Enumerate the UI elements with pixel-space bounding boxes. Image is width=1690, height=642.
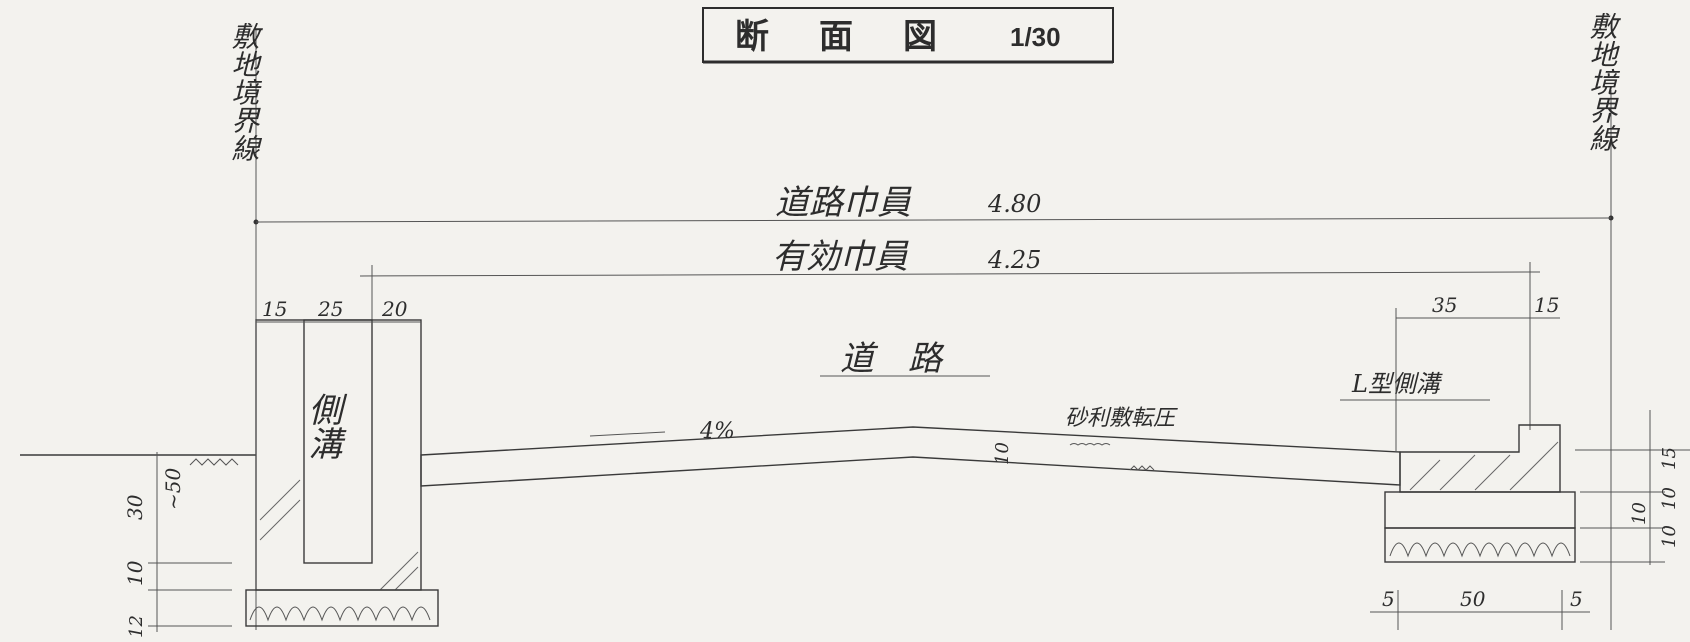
l-gutter-dim-b1: 5 — [1382, 587, 1395, 611]
l-gutter-dim-35: 35 — [1432, 293, 1457, 317]
left-ditch-label: 側溝 — [302, 392, 342, 460]
l-gutter-dim-r2: 10 — [1659, 487, 1680, 510]
boundary-right-label: 敷地境界線 — [1586, 12, 1619, 152]
ditch-dim-25: 25 — [317, 297, 343, 321]
ditch-dim-50: ~50 — [161, 468, 185, 510]
road-width-value: 4.80 — [987, 190, 1041, 218]
effective-width-value: 4.25 — [987, 246, 1041, 274]
boundary-left-label: 敷地境界線 — [228, 22, 261, 162]
l-gutter-label: L型側溝 — [1351, 370, 1443, 398]
l-gutter-dim-r3: 10 — [1659, 525, 1680, 548]
gravel-note: 砂利敷転圧 — [1065, 406, 1178, 431]
effective-width-label: 有効巾員 — [772, 237, 909, 277]
road-label: 道 路 — [840, 339, 945, 379]
thickness-label: 10 — [992, 442, 1013, 465]
road-width-label: 道路巾員 — [775, 183, 912, 223]
l-gutter-dim-15: 15 — [1534, 293, 1559, 317]
ditch-dim-30: 30 — [123, 494, 147, 520]
drawing-title: 断 面 図 — [735, 17, 945, 57]
ditch-dim-20: 20 — [381, 297, 408, 321]
ditch-dim-15: 15 — [262, 297, 287, 321]
l-gutter-dim-r1: 15 — [1659, 447, 1680, 470]
ditch-dim-10: 10 — [123, 560, 147, 586]
drawing-scale: 1/30 — [1010, 22, 1061, 52]
left-ditch: 側溝 15 25 20 30 ~50 10 12 — [123, 297, 439, 638]
l-gutter-dim-b3: 5 — [1570, 587, 1583, 611]
slope-label: 4% — [699, 419, 735, 444]
road-label-group: 道 路 — [820, 339, 990, 379]
l-gutter-dim-b2: 50 — [1460, 587, 1486, 611]
road-profile: 4% 10 砂利敷転圧 — [420, 406, 1401, 487]
l-gutter: L型側溝 35 15 15 10 10 10 5 50 5 — [1340, 293, 1690, 630]
ditch-dim-12: 12 — [126, 615, 147, 638]
l-gutter-dim-r4: 10 — [1629, 502, 1650, 525]
effective-width-dimension: 有効巾員 4.25 — [359, 237, 1541, 470]
boundary-right: 敷地境界線 — [1586, 12, 1619, 630]
road-width-dimension: 道路巾員 4.80 — [255, 183, 1612, 223]
title-block: 断 面 図 1/30 — [702, 7, 1114, 64]
